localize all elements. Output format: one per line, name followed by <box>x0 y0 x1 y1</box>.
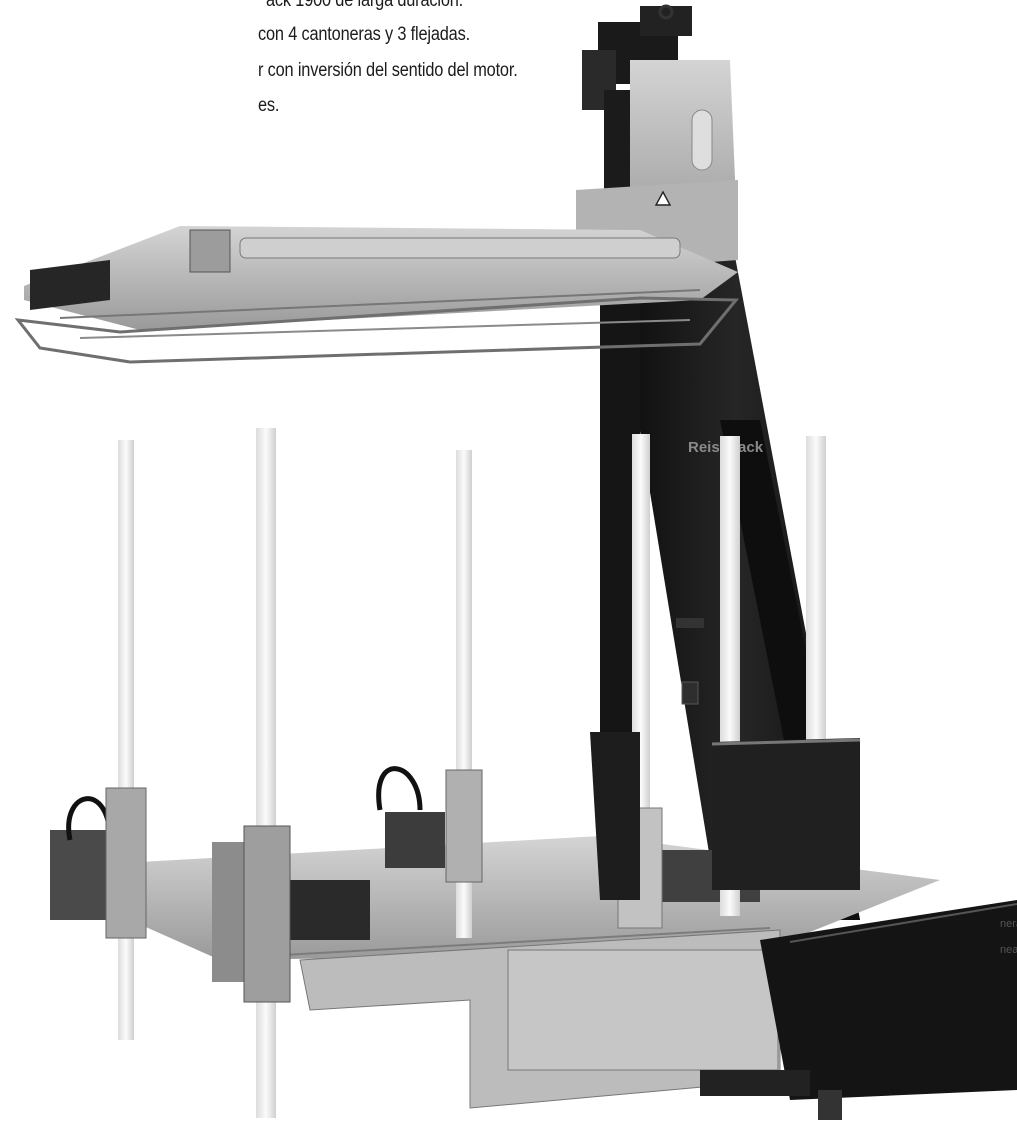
side-label-2: neas <box>1000 944 1017 956</box>
intro-line-3: r con inversión del sentido del motor. <box>258 60 518 81</box>
warning-sign-icon <box>654 190 672 206</box>
intro-line-1: ack 1900 de larga duración. <box>266 0 464 11</box>
board-holders <box>590 732 861 900</box>
intro-line-2: con 4 cantoneras y 3 flejadas. <box>258 24 470 45</box>
side-label-1: neras <box>1000 918 1017 930</box>
lifting-eye-bolt <box>658 4 674 20</box>
intro-line-4: es. <box>258 95 280 116</box>
intro-text-block: ack 1900 de larga duración. con 4 canton… <box>0 0 560 130</box>
top-press-frame <box>14 226 740 364</box>
